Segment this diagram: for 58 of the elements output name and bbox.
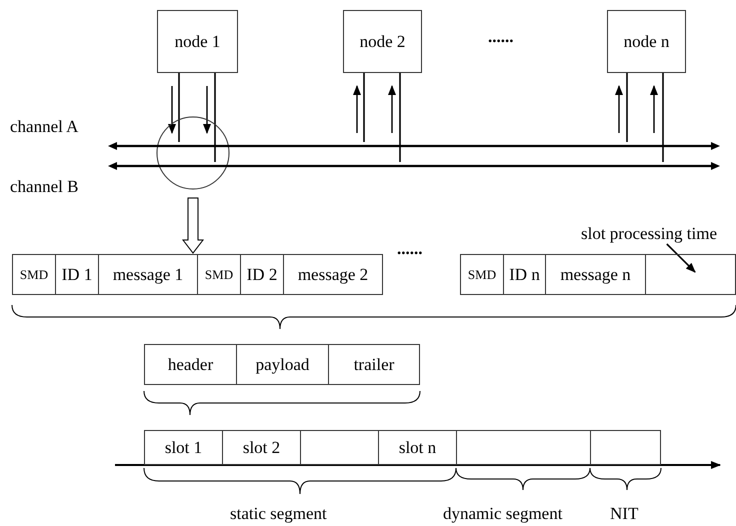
frame-cell (236, 344, 329, 385)
connector-line (399, 73, 401, 162)
field-label: trailer (354, 356, 394, 373)
channel-bus-line (108, 162, 720, 170)
node-label: node 2 (360, 33, 406, 50)
segment-label: dynamic segment (443, 505, 562, 522)
ellipsis: ...... (488, 28, 514, 45)
field-label: header (168, 356, 214, 373)
segment-label: NIT (610, 505, 638, 522)
slot-cell (222, 430, 301, 465)
connector-line (363, 73, 365, 142)
connector-line (626, 73, 628, 142)
hollow-arrow (182, 198, 204, 254)
node-box (343, 10, 422, 73)
node-label: node 1 (174, 33, 220, 50)
segment-cell (456, 430, 591, 465)
node-label: node n (624, 33, 670, 50)
field-label: SMD (20, 268, 48, 281)
leader-line (666, 243, 696, 273)
slot-cell (144, 430, 223, 465)
frame-cell (460, 254, 504, 295)
field-label: SMD (204, 268, 234, 281)
slot-label: slot 2 (242, 439, 280, 456)
channel-label: channel B (10, 178, 78, 195)
field-label: ID n (509, 266, 540, 283)
node-box (607, 10, 686, 73)
field-label: message 1 (112, 266, 184, 283)
node-box (157, 10, 238, 73)
field-label: message n (560, 266, 631, 283)
frame-cell (12, 254, 56, 295)
frame-cell (645, 254, 736, 295)
slot-label: slot n (398, 439, 436, 456)
slot-label: slot 1 (164, 439, 202, 456)
field-label: ID 2 (246, 266, 278, 283)
field-label: message 2 (298, 266, 368, 283)
connector-line (178, 73, 180, 142)
frame-cell (328, 344, 420, 385)
frame-cell (283, 254, 383, 295)
ellipsis: ...... (397, 240, 422, 257)
frame-cell (240, 254, 284, 295)
frame-cell (503, 254, 546, 295)
slot-cell (378, 430, 457, 465)
segment-cell (590, 430, 661, 465)
frame-cell (197, 254, 241, 295)
channel-label: channel A (10, 118, 78, 135)
annotation-text: slot processing time (560, 224, 736, 242)
frame-cell (545, 254, 646, 295)
field-label: SMD (468, 268, 496, 281)
frame-cell (55, 254, 99, 295)
slot-cell (300, 430, 379, 465)
frame-cell (144, 344, 237, 385)
field-label: payload (256, 356, 310, 373)
connector-line (214, 73, 216, 162)
frame-cell (98, 254, 198, 295)
connector-line (662, 73, 664, 162)
channel-bus-line (108, 142, 720, 150)
field-label: ID 1 (62, 266, 92, 283)
static-segment-label: static segment (230, 505, 327, 522)
